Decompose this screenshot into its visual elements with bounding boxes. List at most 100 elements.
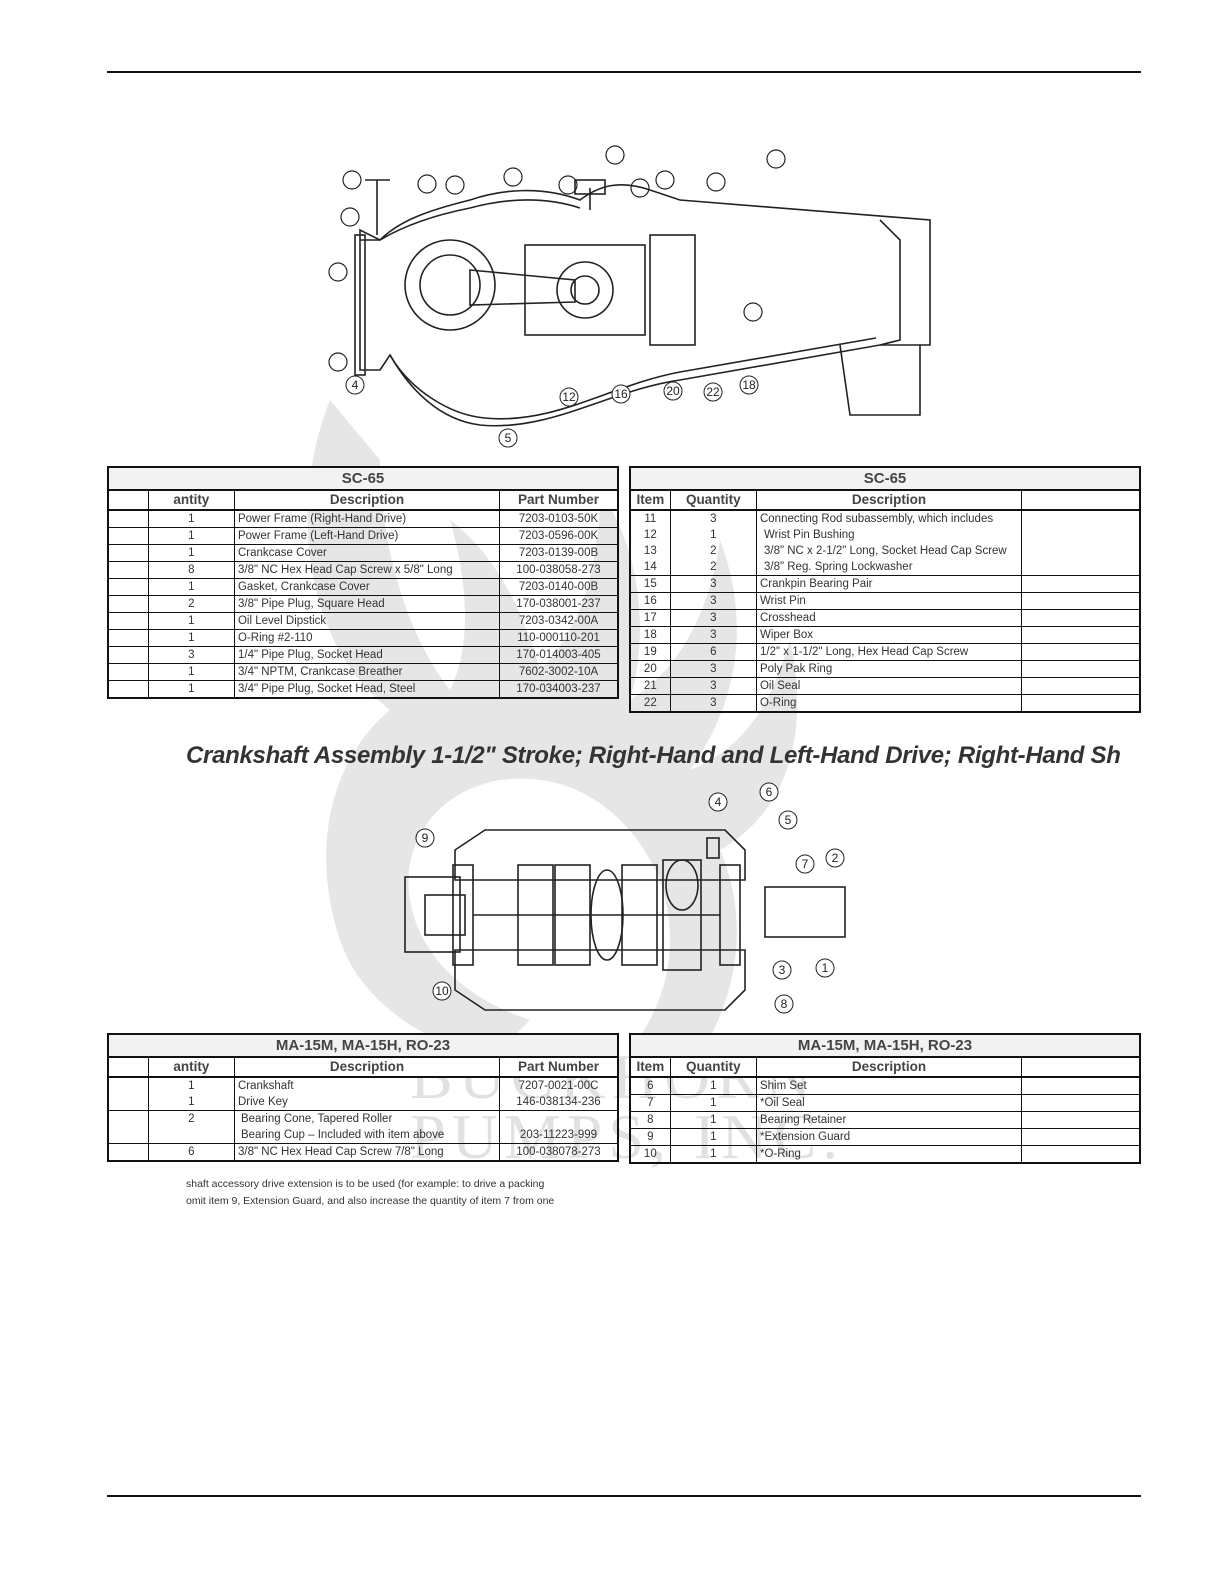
blank-cell <box>1021 643 1141 661</box>
desc-cell: Shim Set <box>755 1076 1023 1095</box>
desc-cell: *Extension Guard <box>755 1128 1023 1146</box>
column-header-quantity: Quantity <box>669 1056 757 1078</box>
qty-cell: 1 <box>147 527 235 545</box>
power-frame-diagram: 4 5 12 16 20 22 18 <box>328 145 931 448</box>
callout-2: 2 <box>832 851 839 865</box>
blank-cell <box>107 578 149 596</box>
desc-cell: Gasket, Crankcase Cover <box>233 578 501 596</box>
part-cell: 7203-0139-00B <box>499 544 619 562</box>
blank-cell <box>1021 660 1141 678</box>
blank-cell <box>107 612 149 630</box>
blank-cell <box>1021 1145 1141 1164</box>
qty-cell: 1 <box>147 612 235 630</box>
callout-3: 3 <box>779 963 786 977</box>
qty-cell: 3 <box>669 660 757 678</box>
desc-cell: Crankcase Cover <box>233 544 501 562</box>
qty-cell: 6 <box>669 643 757 661</box>
item-cell: 18 <box>629 626 671 644</box>
blank-cell <box>107 527 149 545</box>
callout-5: 5 <box>505 431 512 445</box>
qty-cell: 1 <box>147 509 235 528</box>
blank-cell <box>107 680 149 699</box>
callout-20: 20 <box>666 384 680 398</box>
qty-cell: 1 <box>147 680 235 699</box>
column-header-description: Description <box>755 1056 1023 1078</box>
part-cell: 7203-0140-00B <box>499 578 619 596</box>
item-cell: 15 <box>629 575 671 593</box>
desc-cell: Oil Seal <box>755 677 1023 695</box>
buckhorn-deer-watermark <box>307 400 798 1070</box>
desc-cell: Crosshead <box>755 609 1023 627</box>
qty-cell: 1 <box>669 1111 757 1129</box>
blank-cell <box>107 561 149 579</box>
callout-5: 5 <box>785 813 792 827</box>
part-cell: 100-038078-273 <box>499 1143 619 1162</box>
qty-cell: 1 <box>147 544 235 562</box>
blank-cell <box>107 663 149 681</box>
part-cell: 7602-3002-10A <box>499 663 619 681</box>
qty-cell: 1 <box>147 629 235 647</box>
item-cell: 10 <box>629 1145 671 1164</box>
blank-cell <box>1021 609 1141 627</box>
callout-8: 8 <box>781 997 788 1011</box>
callout-12: 12 <box>562 390 576 404</box>
desc-cell: 1/4" Pipe Plug, Socket Head <box>233 646 501 664</box>
desc-cell: Wiper Box <box>755 626 1023 644</box>
blank-cell <box>107 646 149 664</box>
qty-cell: 2 <box>147 595 235 613</box>
section-title: Crankshaft Assembly 1-1/2" Stroke; Right… <box>186 742 1121 769</box>
column-header-description: Description <box>233 1056 501 1078</box>
qty-cell: 3 <box>147 646 235 664</box>
qty-cell: 3 <box>669 609 757 627</box>
column-header-blank <box>107 489 149 511</box>
desc-cell: 3/4" NPTM, Crankcase Breather <box>233 663 501 681</box>
qty-cell: 3 <box>669 677 757 695</box>
part-cell: 170-038001-237 <box>499 595 619 613</box>
blank-cell <box>1021 677 1141 695</box>
desc-cell: Wrist Pin <box>755 592 1023 610</box>
desc-cell: 3/8" Pipe Plug, Square Head <box>233 595 501 613</box>
column-header-description: Description <box>233 489 501 511</box>
blank-cell <box>1021 1128 1141 1146</box>
blank-cell <box>1021 575 1141 593</box>
callout-7: 7 <box>802 857 809 871</box>
column-header-quantity: Quantity <box>669 489 757 511</box>
column-header-blank <box>1021 1056 1141 1078</box>
blank-cell <box>107 629 149 647</box>
blank-cell <box>1021 592 1141 610</box>
callout-4: 4 <box>715 795 722 809</box>
desc-cell: Oil Level Dipstick <box>233 612 501 630</box>
part-cell: 7203-0596-00K <box>499 527 619 545</box>
qty-cell: 1 <box>147 663 235 681</box>
qty-cell: 3 <box>669 626 757 644</box>
qty-cell: 8 <box>147 561 235 579</box>
part-cell: 7203-0103-50K <box>499 509 619 528</box>
column-header-part-number: Part Number <box>499 1056 619 1078</box>
item-cell: 19 <box>629 643 671 661</box>
qty-cell: 1 <box>147 578 235 596</box>
table-title: SC-65 <box>107 466 619 491</box>
callout-1: 1 <box>822 961 829 975</box>
item-cell: 8 <box>629 1111 671 1129</box>
item-cell: 22 <box>629 694 671 713</box>
desc-cell: *Oil Seal <box>755 1094 1023 1112</box>
callout-4: 4 <box>352 378 359 392</box>
desc-cell: O-Ring #2-110 <box>233 629 501 647</box>
footnote-line-2: omit item 9, Extension Guard, and also i… <box>186 1195 555 1207</box>
bottom-rule <box>107 1495 1141 1497</box>
top-rule <box>107 71 1141 73</box>
crankshaft-assembly-diagram: 9 4 6 5 7 2 3 1 10 8 <box>404 782 846 1014</box>
